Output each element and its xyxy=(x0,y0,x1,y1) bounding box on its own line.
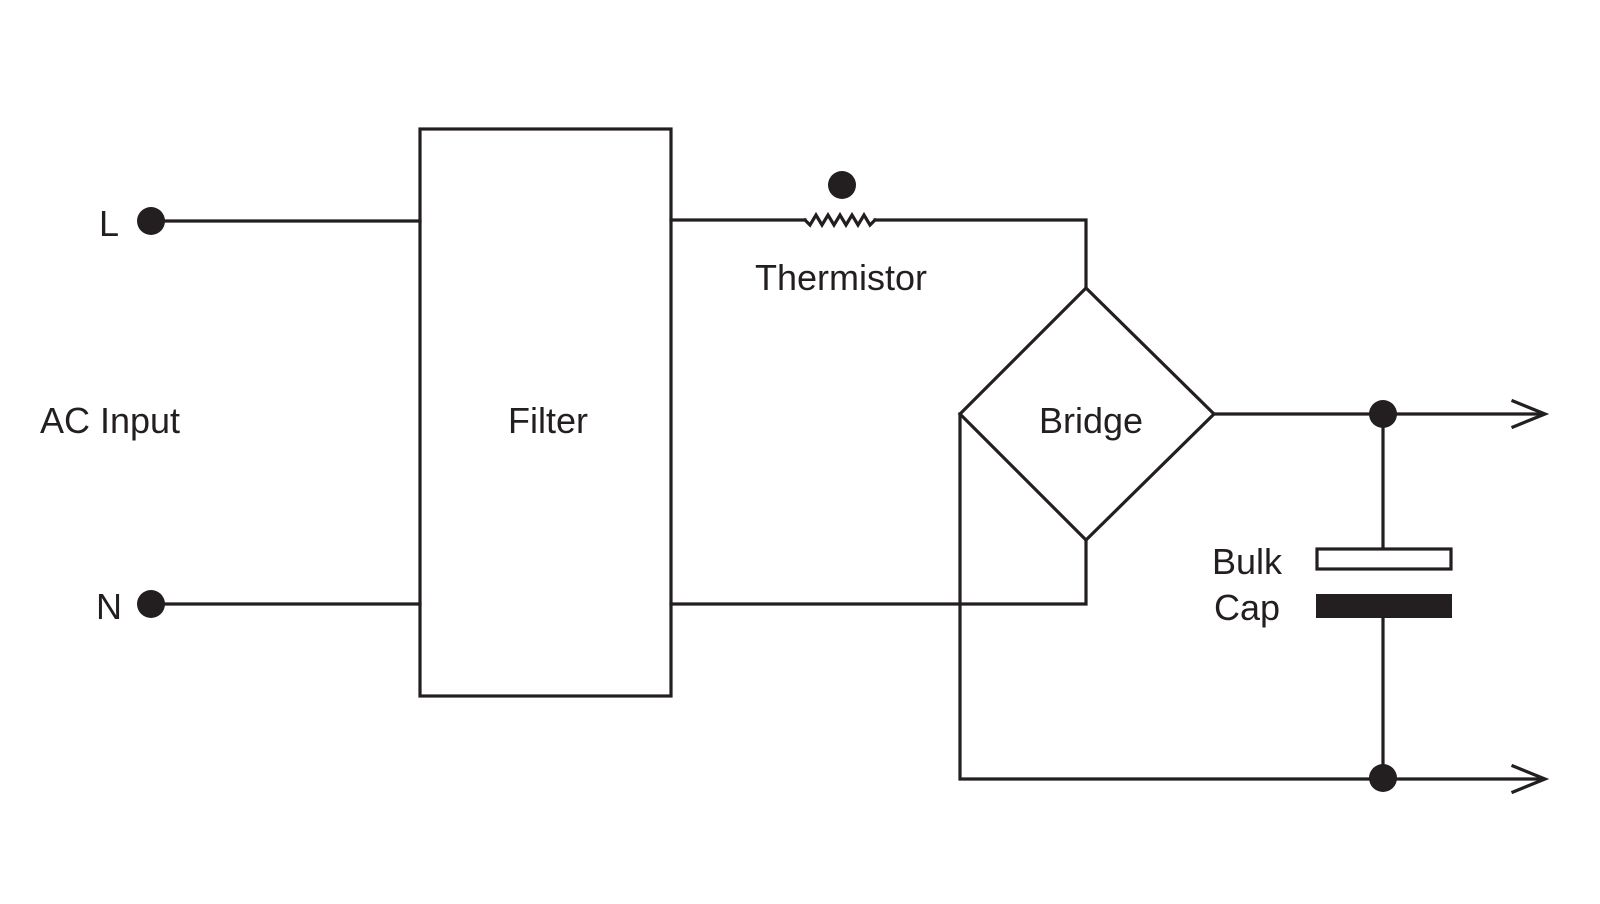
output-positive-arrow xyxy=(1510,398,1550,430)
output-negative-arrow xyxy=(1510,763,1550,795)
label-cap: Cap xyxy=(1214,587,1280,628)
label-bulk: Bulk xyxy=(1212,541,1283,582)
bulk-cap-plate-positive xyxy=(1315,547,1453,571)
bulk-cap-plate-negative xyxy=(1316,594,1452,618)
wire-negative-rail xyxy=(958,412,1544,781)
wire-n-to-bridge xyxy=(669,538,1088,606)
label-thermistor: Thermistor xyxy=(755,257,927,298)
wire-thermistor-to-bridge xyxy=(873,218,1088,290)
label-l: L xyxy=(99,203,119,244)
thermistor-dot xyxy=(828,171,856,199)
label-ac-input: AC Input xyxy=(40,400,180,441)
bridge-diamond xyxy=(957,285,1217,543)
label-n: N xyxy=(96,586,122,627)
thermistor-resistor xyxy=(802,211,878,229)
filter-block xyxy=(418,127,673,698)
label-bridge: Bridge xyxy=(1039,400,1143,441)
label-filter: Filter xyxy=(508,400,588,441)
